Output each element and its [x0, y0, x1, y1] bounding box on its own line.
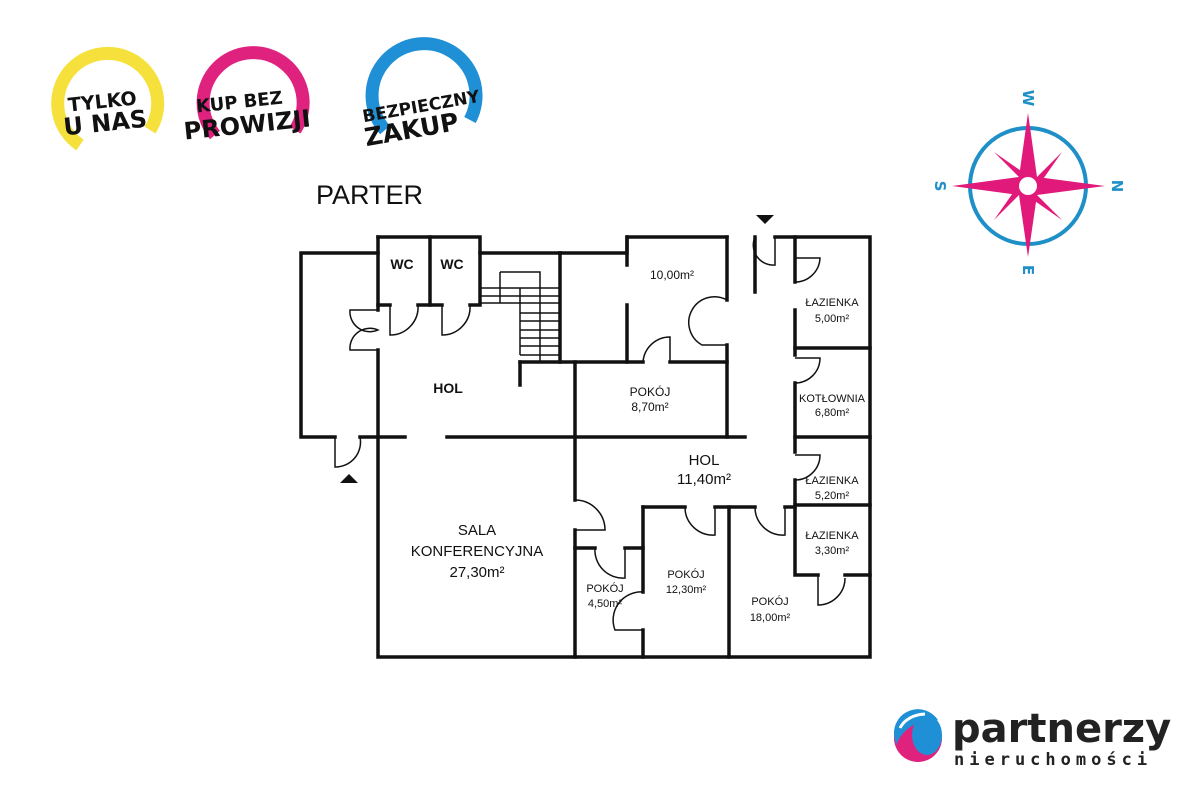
entrance-marker-icon [340, 474, 358, 483]
room-area: 10,00m² [650, 268, 694, 282]
room-label: KONFERENCYJNA [411, 543, 544, 560]
staircase [480, 271, 560, 362]
compass-n: N [1108, 180, 1126, 193]
room-label: POKÓJ [667, 568, 704, 581]
room-area: 6,80m² [815, 407, 850, 419]
compass-e: E [1019, 265, 1037, 275]
walls [299, 235, 872, 659]
compass-w: W [1019, 90, 1037, 107]
badge-ring [365, 37, 483, 135]
badge-bezpieczny-zakup: BEZPIECZNY ZAKUP [361, 37, 483, 152]
room-label-wc: WC [390, 256, 413, 272]
room-label: ŁAZIENKA [805, 297, 859, 309]
room-area: 12,30m² [666, 584, 707, 596]
room-area: 27,30m² [449, 564, 504, 581]
compass-s: S [931, 181, 949, 192]
room-label: POKÓJ [630, 384, 671, 399]
badge-ring [196, 46, 310, 140]
logo-tagline: nieruchomości [954, 750, 1152, 770]
badge-kup-bez-prowizji: KUP BEZ PROWIZJI [182, 46, 312, 146]
room-area: 4,50m² [588, 598, 623, 610]
room-label-wc: WC [440, 256, 463, 272]
entrance-marker-icon [756, 215, 774, 224]
room-label: HOL [689, 452, 720, 469]
room-label: ŁAZIENKA [805, 530, 859, 542]
badge-tylko-u-nas: TYLKO U NAS [51, 46, 165, 151]
room-label: POKÓJ [586, 582, 623, 595]
room-area: 3,30m² [815, 545, 850, 557]
room-label-hol: HOL [433, 380, 463, 396]
room-area: 18,00m² [750, 612, 791, 624]
room-label: KOTŁOWNIA [799, 393, 866, 405]
room-area: 11,40m² [677, 471, 731, 488]
room-area: 8,70m² [631, 400, 668, 414]
partnerzy-logo: partnerzy nieruchomości [893, 706, 1171, 770]
logo-name: partnerzy [952, 706, 1171, 752]
compass-rose-icon: W N E S [931, 90, 1126, 275]
room-label: SALA [458, 522, 496, 539]
room-label: ŁAZIENKA [805, 475, 859, 487]
doors [334, 236, 846, 631]
room-label: POKÓJ [751, 595, 788, 608]
room-area: 5,00m² [815, 313, 850, 325]
plan-title: PARTER [316, 180, 423, 210]
badge-ring [51, 46, 165, 151]
room-area: 5,20m² [815, 490, 850, 502]
